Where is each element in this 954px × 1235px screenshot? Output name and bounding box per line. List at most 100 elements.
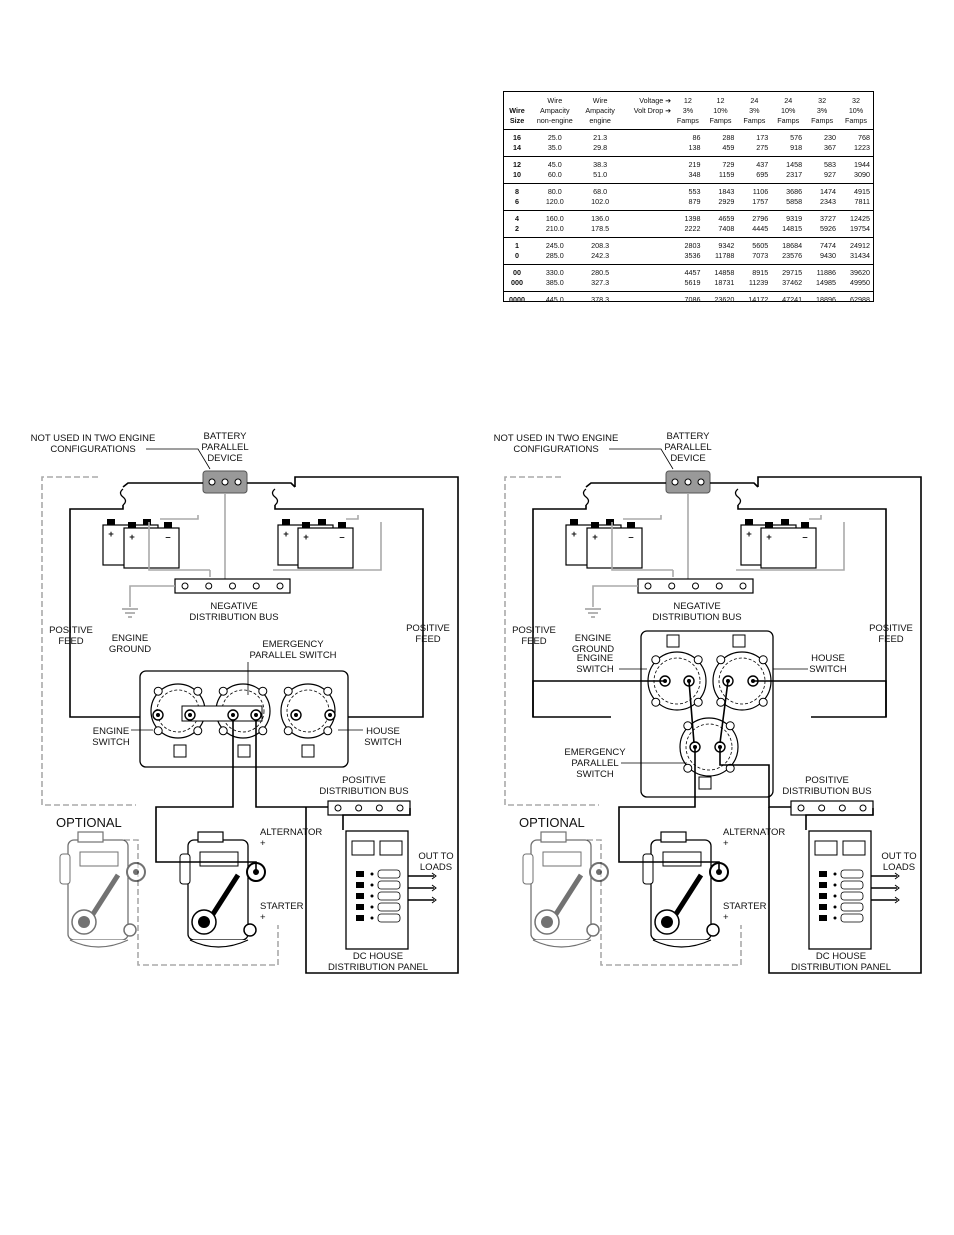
negative-wire (736, 515, 845, 571)
table-cell: 68.0 (593, 187, 608, 196)
table-cell: 29.8 (579, 143, 621, 157)
arrow-icon (894, 884, 900, 892)
table-cell: 348 (672, 170, 704, 184)
table-cell: 62988 (850, 295, 870, 304)
plus-symbol: + (303, 532, 309, 543)
breaker-switch (356, 871, 364, 877)
positive-wire (294, 476, 459, 974)
table-cell: 5858 (771, 197, 806, 211)
table-cell: 729 (722, 160, 735, 169)
emergency-switch-label: SWITCH (576, 769, 614, 780)
engine-cap (540, 831, 567, 843)
circuit-label (840, 902, 864, 912)
plus-symbol: + (723, 838, 729, 849)
positive-feed-label-right: POSITIVE (869, 623, 913, 634)
not-used-label: CONFIGURATIONS (513, 444, 598, 455)
table-cell: 9342 (718, 241, 735, 250)
mount-screw (153, 686, 163, 696)
table-cell: 330.0 (545, 268, 564, 277)
wire-size-cell: 4 (515, 214, 520, 223)
plus-symbol: + (723, 912, 729, 923)
table-cell: 459 (703, 143, 738, 157)
table-cell: 2929 (703, 197, 738, 211)
breaker-switch (356, 904, 364, 910)
plus-symbol: + (260, 838, 266, 849)
table-cell: 24912 (850, 241, 870, 250)
indicator-led (370, 894, 374, 898)
positive-bus-label: POSITIVE (342, 775, 386, 786)
table-cell-spacer (621, 184, 673, 198)
table-cell-spacer (621, 265, 673, 279)
leader-line (609, 448, 674, 470)
table-cell: 576 (790, 133, 803, 142)
mount-screw (193, 726, 203, 736)
positive-wire (255, 721, 328, 808)
engine-plate (79, 851, 119, 867)
table-cell: 11239 (737, 278, 772, 292)
table-cell: 3727 (820, 214, 837, 223)
emergency-switch-label: PARALLEL (571, 758, 618, 769)
table-cell: 1106 (752, 187, 769, 196)
circuit-label (840, 891, 864, 901)
indicator-led (370, 916, 374, 920)
table-cell: 378.3 (591, 295, 610, 304)
plus-symbol: + (108, 529, 114, 540)
terminal-center (156, 713, 160, 717)
table-cell: 285.0 (530, 251, 580, 265)
not-used-label: NOT USED IN TWO ENGINE (31, 433, 156, 444)
battery-terminal (107, 519, 115, 525)
switch-dial (685, 723, 733, 771)
table-cell: 14172 (748, 295, 769, 304)
battery-terminal (338, 522, 346, 528)
minus-symbol: – (339, 532, 344, 543)
circuit-label (377, 902, 401, 912)
table-cell: 49950 (839, 278, 873, 292)
table-cell: 327.3 (579, 278, 621, 292)
table-cell: 5605 (752, 241, 769, 250)
positive-wire (532, 505, 611, 718)
terminal-stud (697, 478, 705, 486)
emergency-switch-dial (679, 717, 739, 777)
table-cell: 927 (805, 170, 840, 184)
table-cell: 19754 (839, 224, 873, 238)
positive-feed-label-right: FEED (415, 634, 440, 645)
house-switch-label: HOUSE (366, 726, 400, 737)
terminal-stud (684, 478, 692, 486)
table-cell: 437 (756, 160, 769, 169)
house-switch-label: HOUSE (811, 653, 845, 664)
plus-symbol: + (283, 529, 289, 540)
positive-feed-label-right: POSITIVE (406, 623, 450, 634)
table-cell: 51.0 (579, 170, 621, 184)
ammeter-icon (379, 840, 403, 856)
table-cell: 9319 (786, 214, 803, 223)
table-cell: 18896 (816, 295, 837, 304)
mount-screw (725, 721, 735, 731)
terminal-stud (818, 804, 826, 812)
pulley-hub (541, 916, 553, 928)
positive-feed-label-left: FEED (58, 636, 83, 647)
terminal-center (294, 713, 298, 717)
wiring-diagram-right: NOT USED IN TWO ENGINECONFIGURATIONSBATT… (494, 431, 922, 974)
table-cell: 879 (672, 197, 704, 211)
starter-icon (243, 923, 257, 937)
engine-cap (197, 831, 224, 843)
engine-ground-label: ENGINE (112, 633, 148, 644)
positive-wire (247, 482, 296, 488)
optional-wire (504, 476, 599, 806)
circuit-label (840, 913, 864, 923)
positive-wire (618, 847, 720, 872)
terminal-stud (276, 582, 284, 590)
table-cell: 23620 (714, 295, 735, 304)
house-switch-dial (280, 683, 336, 739)
table-cell: 553 (688, 187, 701, 196)
table-cell: 2803 (684, 241, 701, 250)
starter-icon (586, 923, 600, 937)
engine-switch-label: SWITCH (92, 737, 130, 748)
positive-wire (719, 747, 791, 808)
